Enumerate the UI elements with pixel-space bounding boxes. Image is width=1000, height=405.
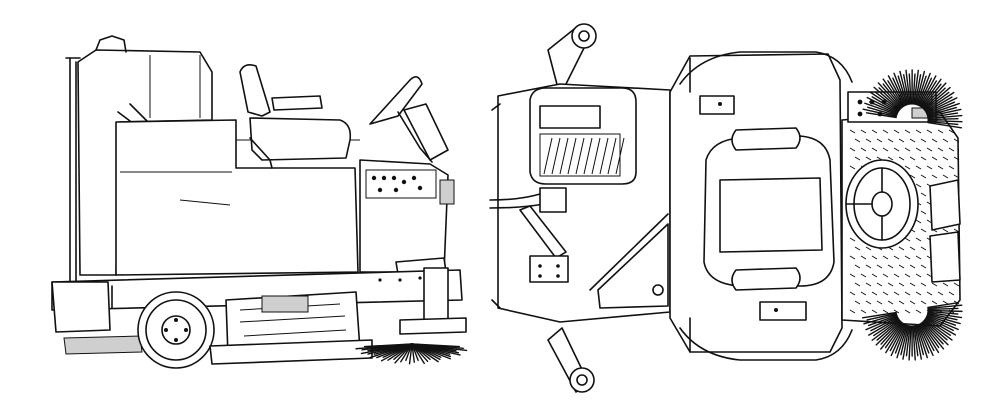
top-view [489,23,963,393]
rear-wheel [137,291,215,369]
top-side-brush-upper [862,69,963,129]
side-brush-bristles [355,343,468,365]
steering-wheel [845,159,919,249]
side-view [51,35,468,369]
side-control-panel [365,169,455,205]
lid-hatch-pattern [543,137,625,175]
top-side-brush-lower [861,302,963,361]
